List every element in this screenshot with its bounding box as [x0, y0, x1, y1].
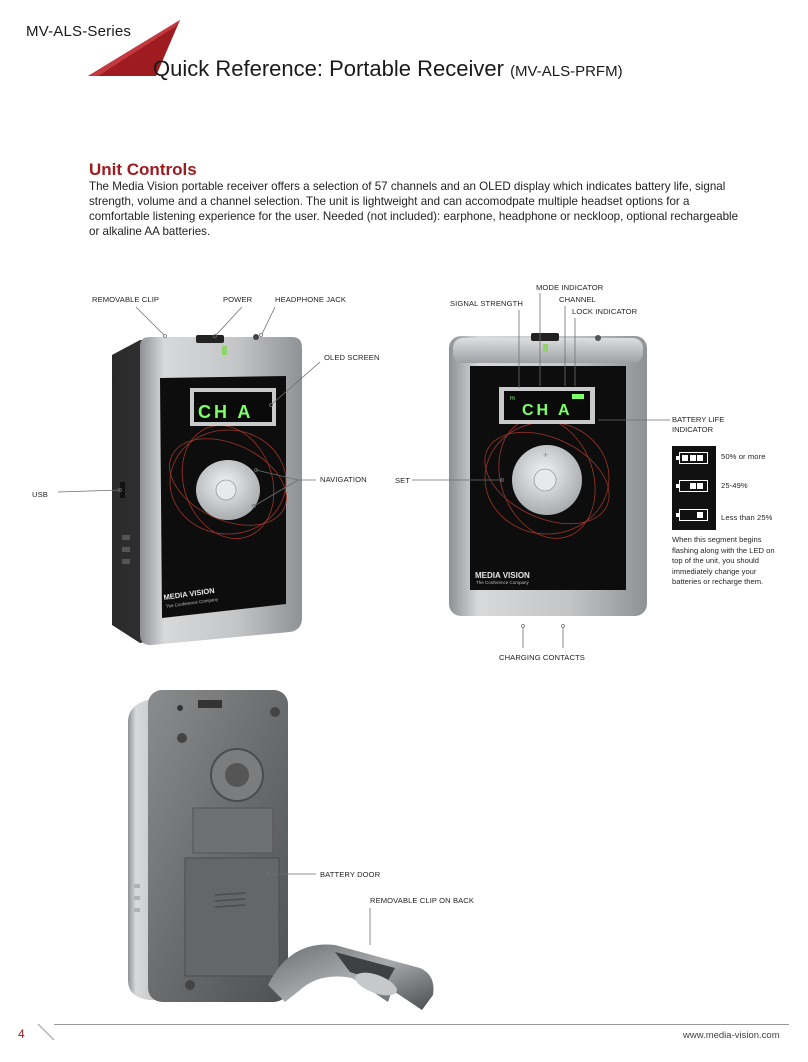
- label-battery-life-indicator: BATTERY LIFE INDICATOR: [672, 415, 725, 434]
- label-removable-clip: REMOVABLE CLIP: [92, 295, 160, 304]
- battery-low-icon: [676, 509, 708, 521]
- label-usb: USB: [32, 490, 48, 499]
- footer-rule: [54, 1024, 789, 1025]
- page-title: Quick Reference: Portable Receiver (MV-A…: [153, 56, 623, 82]
- battery-medium-icon: [676, 480, 708, 492]
- svg-text:+: +: [543, 450, 548, 460]
- label-headphone-jack: HEADPHONE JACK: [275, 295, 347, 304]
- battery-legend: [672, 446, 716, 530]
- leader-lines: [57, 293, 670, 945]
- label-signal-strength: SIGNAL STRENGTH: [450, 299, 523, 308]
- receiver-back: [128, 690, 288, 1002]
- power-switch: [196, 335, 224, 343]
- section-heading: Unit Controls: [89, 160, 197, 179]
- label-power: POWER: [223, 295, 253, 304]
- label-set: SET: [395, 476, 411, 485]
- label-oled-screen: OLED SCREEN: [324, 353, 380, 362]
- label-battery-door: BATTERY DOOR: [320, 870, 381, 879]
- battery-level-label-1: 50% or more: [721, 452, 766, 461]
- label-channel: CHANNEL: [559, 295, 596, 304]
- signal-strength-text: Hi: [510, 396, 515, 402]
- belt-clip: [268, 944, 434, 1010]
- oled-channel-text-2: CH A: [522, 402, 573, 419]
- battery-level-label-3: Less than 25%: [721, 513, 773, 522]
- series-name: MV-ALS-Series: [26, 23, 132, 40]
- intro-paragraph: The Media Vision portable receiver offer…: [89, 180, 739, 238]
- header-accent-stripe: [88, 20, 180, 76]
- usb-port: [120, 482, 125, 498]
- oled-channel-text-1: CH A: [198, 402, 253, 422]
- receiver-front: Hi CH A + MEDIA VISION The Conference Co…: [449, 333, 647, 616]
- label-mode-indicator: MODE INDICATOR: [536, 283, 604, 292]
- label-removable-clip-on-back: REMOVABLE CLIP ON BACK: [370, 896, 475, 905]
- battery-full-icon: [676, 452, 708, 464]
- footer-slash: [37, 1024, 55, 1040]
- receiver-front-angled: CH A MEDIA VISION The Conference Company: [112, 334, 302, 646]
- model-number: (MV-ALS-PRFM): [510, 63, 623, 80]
- brand-logo-2: MEDIA VISION: [475, 571, 530, 580]
- battery-level-label-2: 25-49%: [721, 481, 748, 490]
- battery-warning-note: When this segment begins flashing along …: [672, 535, 775, 586]
- page-number: 4: [18, 1027, 25, 1041]
- headphone-jack: [253, 334, 259, 340]
- website-link[interactable]: www.media-vision.com: [683, 1030, 780, 1041]
- title-text: Quick Reference: Portable Receiver: [153, 56, 504, 81]
- label-navigation: NAVIGATION: [320, 475, 367, 484]
- brand-tagline-2: The Conference Company: [476, 580, 530, 585]
- label-lock-indicator: LOCK INDICATOR: [572, 307, 638, 316]
- label-charging-contacts: CHARGING CONTACTS: [499, 653, 585, 662]
